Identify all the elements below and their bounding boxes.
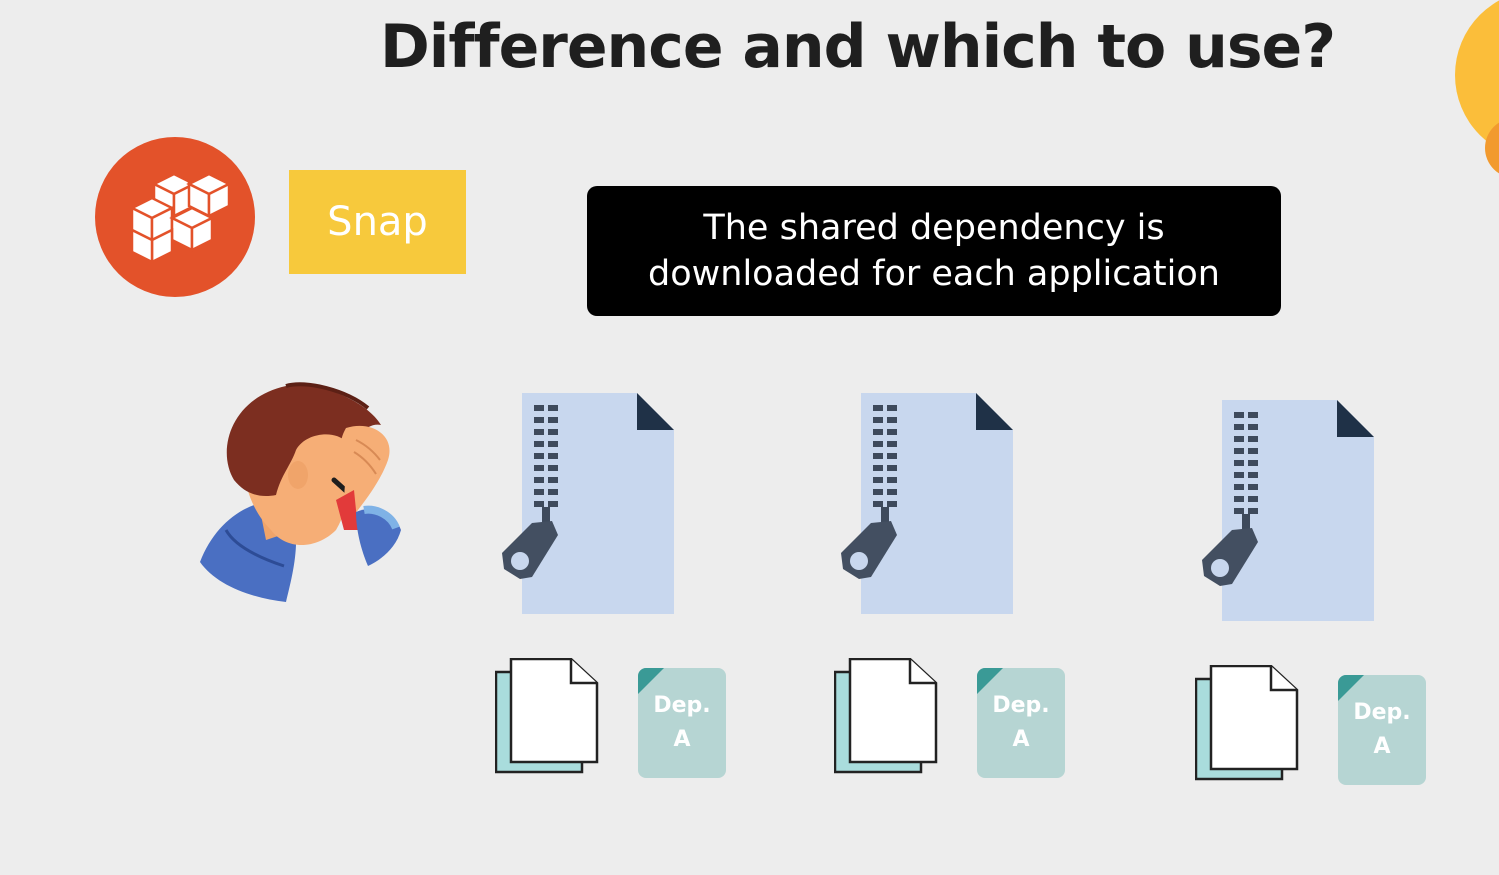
dep-label-line-2: A (673, 727, 691, 752)
callout-line-2: downloaded for each application (648, 254, 1220, 294)
snap-badge-label: Snap (327, 199, 428, 245)
corner-decoration (1455, 0, 1499, 174)
dep-label-line-2: A (1012, 727, 1030, 752)
dep-label-line-1: Dep. (653, 693, 711, 718)
dependency-a-icon: Dep. A (1338, 675, 1426, 785)
snap-badge: Snap (289, 170, 466, 274)
snap-logo-icon (95, 137, 255, 297)
fold-corner (638, 668, 664, 694)
dependency-a-icon: Dep. A (638, 668, 726, 778)
frustrated-person-icon (200, 382, 401, 602)
dep-label-line-2: A (1373, 734, 1391, 759)
dependency-a-icon: Dep. A (977, 668, 1065, 778)
dep-label-line-1: Dep. (1353, 700, 1411, 725)
dep-label-line-1: Dep. (992, 693, 1050, 718)
zip-file-icon (841, 393, 1013, 614)
callout-line-1: The shared dependency is (703, 208, 1165, 248)
document-icon (1195, 665, 1299, 781)
fold-corner (977, 668, 1003, 694)
document-icon (495, 658, 599, 774)
document-icon (834, 658, 938, 774)
zip-file-icon (1202, 400, 1374, 621)
page-title: Difference and which to use? (380, 12, 1336, 82)
callout-box: The shared dependency is downloaded for … (587, 186, 1281, 316)
zip-file-icon (502, 393, 674, 614)
fold-corner (1338, 675, 1364, 701)
